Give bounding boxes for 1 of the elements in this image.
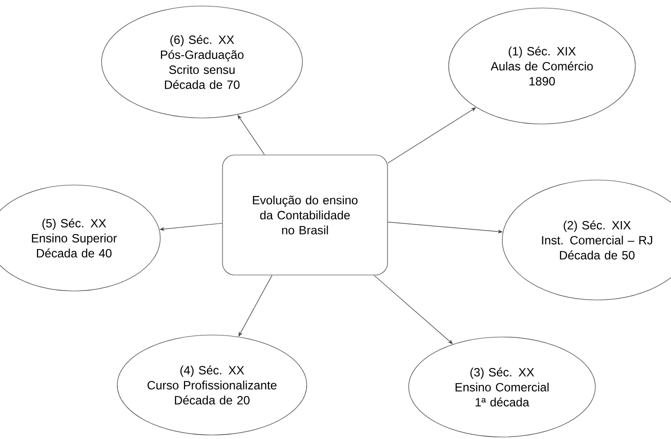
center-box: Evolução do ensino da Contabilidade no Brasil	[222, 154, 388, 276]
